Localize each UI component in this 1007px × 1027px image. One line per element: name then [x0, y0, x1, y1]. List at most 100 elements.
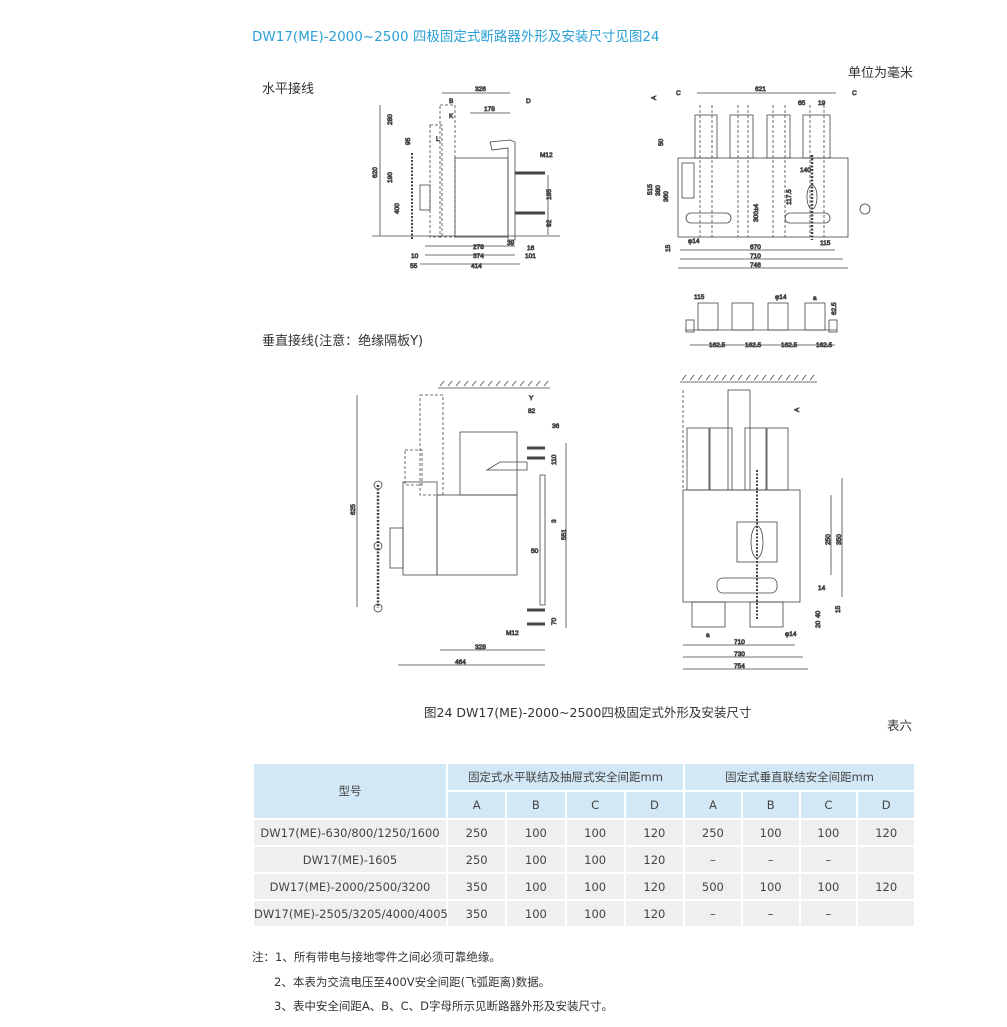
value-cell: 250	[683, 818, 743, 847]
busbar-detail-drawing: 115 φ14 a 162.5 162.5 162.5 162.5 62.5	[685, 294, 838, 349]
dim-label: 40	[815, 610, 822, 618]
dim-label: 278	[473, 244, 484, 251]
dim-label: 115	[820, 240, 831, 247]
dim-label: 101	[525, 253, 536, 260]
dim-label: 190	[387, 172, 394, 183]
dim-label: 710	[750, 253, 761, 260]
page-title: DW17(ME)-2000~2500 四极固定式断路器外形及安装尺寸见图24	[252, 29, 660, 45]
dim-label: 82	[528, 408, 536, 415]
value-cell: 120	[856, 872, 917, 901]
value-cell: 100	[798, 818, 859, 847]
header-model: 型号	[252, 762, 448, 820]
value-cell: 100	[564, 845, 626, 874]
dim-label: 15	[665, 244, 672, 252]
value-cell: 120	[623, 899, 686, 928]
note-2: 2、本表为交流电压至400V安全间距(飞弧距离)数据。	[274, 974, 551, 989]
side-view-vertical-drawing: Y 82 36 110 625 3 50 551 70 M12 328 464	[350, 380, 568, 666]
value-cell: –	[683, 899, 743, 928]
value-cell: –	[798, 845, 859, 874]
dim-label: M12	[540, 152, 553, 159]
dim-label: A	[651, 95, 658, 100]
subheader-cell: A	[683, 790, 743, 820]
dim-label: 730	[734, 651, 745, 658]
dim-label: φ14	[785, 631, 797, 638]
value-cell: 100	[505, 872, 567, 901]
value-cell: 350	[445, 899, 508, 928]
value-cell: 500	[683, 872, 743, 901]
value-cell: 100	[740, 872, 801, 901]
dim-label: 178	[484, 106, 495, 113]
unit-label: 单位为毫米	[848, 66, 914, 81]
dim-label: 162.5	[709, 342, 726, 349]
note-1: 注：1、所有带电与接地零件之间必须可靠绝缘。	[252, 950, 501, 964]
subheader-cell: B	[505, 790, 567, 820]
dim-label: 70	[551, 617, 558, 625]
section-horizontal-label: 水平接线	[262, 82, 315, 97]
value-cell: –	[683, 845, 743, 874]
dim-label: 10	[411, 253, 419, 260]
dim-label: a	[813, 295, 817, 302]
value-cell: 100	[564, 818, 626, 847]
table-number: 表六	[887, 718, 913, 733]
dim-label: 110	[551, 454, 558, 465]
dim-label: 380	[655, 185, 662, 196]
dim-label: K	[449, 113, 454, 120]
dim-label: 625	[350, 504, 357, 515]
dim-label: 140	[800, 167, 811, 174]
dim-label: 551	[561, 529, 568, 540]
dim-label: 414	[471, 263, 482, 270]
dim-label: 62.5	[831, 302, 838, 315]
subheader-cell: D	[623, 790, 686, 820]
dim-label: C	[852, 90, 857, 97]
dim-label: 92	[546, 219, 553, 227]
dim-label: 754	[734, 663, 745, 670]
dim-label: 746	[750, 262, 761, 269]
value-cell: 100	[505, 899, 567, 928]
subheader-cell: A	[445, 790, 508, 820]
dim-label: 515	[647, 184, 654, 195]
dim-label: L	[436, 136, 440, 143]
dim-label: M12	[506, 630, 519, 637]
dim-label: 50	[658, 138, 665, 146]
subheader-cell: C	[798, 790, 859, 820]
technical-drawings: 326 B D 178 K L 620 280 95 190 400 M12 1…	[350, 86, 871, 670]
dim-label: 3	[551, 519, 558, 523]
dim-label: 162.5	[816, 342, 833, 349]
dim-label: 36	[552, 423, 560, 430]
dim-label: 350	[836, 534, 843, 545]
dim-label: 39	[507, 240, 515, 247]
header-vertical-group: 固定式垂直联结安全间距mm	[683, 762, 917, 792]
value-cell: 250	[445, 845, 508, 874]
dim-label: 326	[475, 86, 486, 93]
dim-label: 360	[663, 191, 670, 202]
dim-label: C	[676, 90, 681, 97]
dim-label: a	[706, 632, 710, 639]
value-cell: 350	[445, 872, 508, 901]
dim-label: 280	[387, 114, 394, 125]
dim-label: 15	[835, 605, 842, 613]
value-cell: 100	[564, 899, 626, 928]
model-cell: DW17(ME)-1605	[252, 845, 448, 874]
side-view-horizontal-drawing: 326 B D 178 K L 620 280 95 190 400 M12 1…	[372, 86, 560, 270]
dim-label: Y	[529, 395, 534, 402]
dim-label: 464	[455, 659, 466, 666]
dim-label: φ14	[688, 238, 700, 245]
dim-label: D	[526, 98, 531, 105]
front-view-horizontal-drawing: C 621 C A 65 19 50 515 380 360 140 117.5…	[647, 86, 871, 269]
value-cell: 100	[798, 872, 859, 901]
dim-label: 162.5	[745, 342, 762, 349]
subheader-cell: C	[564, 790, 626, 820]
subheader-cell: D	[856, 790, 917, 820]
dim-label: 19	[818, 100, 826, 107]
dim-label: 374	[473, 253, 484, 260]
note-3: 3、表中安全间距A、B、C、D字母所示见断路器外形及安装尺寸。	[274, 999, 613, 1013]
dim-label: 16	[527, 245, 535, 252]
figure-caption: 图24 DW17(ME)-2000~2500四极固定式外形及安装尺寸	[424, 705, 752, 720]
model-cell: DW17(ME)-2000/2500/3200	[252, 872, 448, 901]
dim-label: 620	[372, 167, 379, 178]
dim-label: 621	[755, 86, 766, 93]
model-cell: DW17(ME)-2505/3205/4000/4005	[252, 899, 448, 928]
